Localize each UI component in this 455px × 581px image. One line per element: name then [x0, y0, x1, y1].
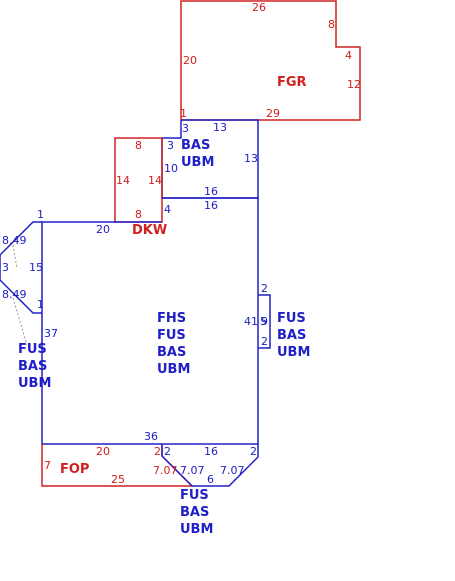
dim-label: 20 [96, 445, 110, 458]
bottom-bay-outline [161, 444, 259, 487]
bottom-bay-label-3: UBM [180, 522, 213, 537]
left-bay-label-1: FUS [18, 342, 47, 357]
dim-label: 2 [250, 445, 257, 458]
dim-label: 41 [244, 315, 258, 328]
right-bay-label-3: UBM [277, 345, 310, 360]
left-bay-outline [0, 221, 42, 314]
main-label-1: FHS [157, 311, 186, 326]
dim-label: 16 [204, 199, 218, 212]
left-bay-label-3: UBM [18, 376, 51, 391]
dim-label: 1 [37, 298, 44, 311]
dim-label: 1 [180, 107, 187, 120]
bottom-bay-label-2: BAS [180, 505, 209, 520]
dim-label: 8.49 [2, 288, 27, 301]
bas-top-label-2: UBM [181, 155, 214, 170]
dim-label: 16 [204, 185, 218, 198]
dim-label: 3 [2, 261, 9, 274]
dim-label: 8.49 [2, 234, 27, 247]
dim-label: 14 [148, 174, 162, 187]
main-label-2: FUS [157, 328, 186, 343]
dim-label: 8 [135, 208, 142, 221]
dim-label: 4 [164, 203, 171, 216]
left-bay-label-2: BAS [18, 359, 47, 374]
dim-label: 5 [260, 315, 267, 328]
dim-label: 20 [96, 223, 110, 236]
dim-label: 36 [144, 430, 158, 443]
dim-label: 4 [345, 49, 352, 62]
dim-label: 26 [252, 1, 266, 14]
dim-label: 16 [204, 445, 218, 458]
dim-label: 25 [111, 473, 125, 486]
dim-label: 6 [207, 473, 214, 486]
dim-label: 13 [213, 121, 227, 134]
fgr-label: FGR [277, 75, 307, 90]
dim-label: 3 [167, 139, 174, 152]
main-label-4: UBM [157, 362, 190, 377]
dim-label: 13 [244, 152, 258, 165]
dim-label: 15 [29, 261, 43, 274]
right-bay-label-2: BAS [277, 328, 306, 343]
fgr-outline [180, 0, 361, 121]
main-label-3: BAS [157, 345, 186, 360]
main-outline [41, 197, 259, 445]
dim-label: 1 [37, 208, 44, 221]
fop-label: FOP [60, 462, 89, 477]
leader-line [12, 297, 28, 346]
dim-label: 20 [183, 54, 197, 67]
right-bay-outline [258, 294, 271, 349]
leader-line [12, 244, 18, 269]
dim-label: 7.07 [220, 464, 245, 477]
right-bay-label-1: FUS [277, 311, 306, 326]
dim-label: 2 [261, 335, 268, 348]
dim-label: 9 [261, 315, 268, 328]
dim-label: 12 [347, 78, 361, 91]
dim-label: 3 [182, 122, 189, 135]
dim-label: 2 [164, 445, 171, 458]
bottom-bay-label-1: FUS [180, 488, 209, 503]
dim-label: 8 [135, 139, 142, 152]
dim-label: 7.07 [180, 464, 205, 477]
dim-label: 2 [154, 445, 161, 458]
dim-label: 37 [44, 327, 58, 340]
dim-label: 14 [116, 174, 130, 187]
dim-label: 2 [261, 282, 268, 295]
dim-label: 10 [164, 162, 178, 175]
bas-top-label-1: BAS [181, 138, 210, 153]
dim-label: 7.07 [153, 464, 178, 477]
dim-label: 29 [266, 107, 280, 120]
dim-label: 8 [328, 18, 335, 31]
dim-label: 7 [44, 459, 51, 472]
dkw-label: DKW [132, 223, 167, 238]
